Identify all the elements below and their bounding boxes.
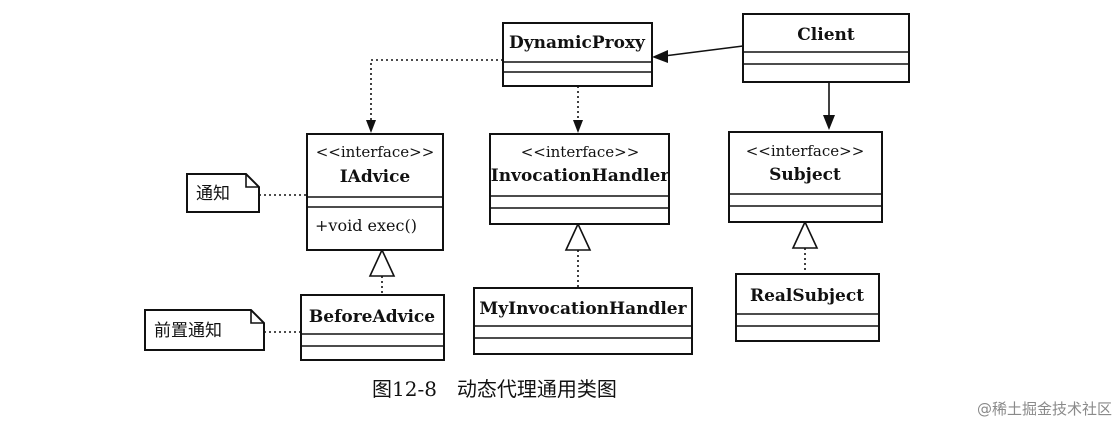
iadvice-stereotype: <<interface>> (316, 143, 435, 161)
proxy-to-handler-dependency (573, 86, 583, 133)
before-advice-note-text: 前置通知 (154, 321, 222, 341)
client-name: Client (797, 25, 855, 45)
client-to-subject-association (823, 82, 835, 130)
beforeadvice-realizes-iadvice (368, 248, 396, 295)
invocationhandler-stereotype: <<interface>> (521, 143, 640, 161)
realsubject-realizes-subject (791, 220, 819, 274)
interface-subject: <<interface>> Subject (728, 131, 883, 223)
myinvocationhandler-name: MyInvocationHandler (479, 299, 687, 319)
myhandler-realizes-handler (564, 222, 592, 288)
advice-note-text: 通知 (196, 184, 230, 204)
class-myinvocationhandler: MyInvocationHandler (473, 287, 693, 355)
proxy-to-iadvice-dependency (366, 59, 503, 133)
iadvice-name: IAdvice (340, 167, 411, 187)
interface-iadvice: <<interface>> IAdvice +void exec() (306, 133, 444, 251)
note-advice: 通知 (186, 173, 260, 213)
watermark: @稀土掘金技术社区 (977, 400, 1112, 418)
realsubject-name: RealSubject (750, 286, 864, 306)
iadvice-exec-operation: +void exec() (315, 216, 417, 235)
interface-invocationhandler: <<interface>> InvocationHandler (489, 133, 671, 225)
class-realsubject: RealSubject (735, 273, 880, 342)
class-dynamicproxy: DynamicProxy (502, 22, 653, 87)
subject-stereotype: <<interface>> (746, 142, 865, 160)
note-before-advice: 前置通知 (144, 309, 265, 351)
figure-caption: 图12-8 动态代理通用类图 (372, 377, 617, 401)
client-to-proxy-association (652, 45, 744, 63)
subject-name: Subject (769, 165, 841, 185)
class-client: Client (742, 13, 910, 83)
beforeadvice-name: BeforeAdvice (309, 307, 435, 327)
dynamicproxy-name: DynamicProxy (509, 33, 646, 53)
invocationhandler-name: InvocationHandler (491, 166, 671, 186)
class-beforeadvice: BeforeAdvice (300, 294, 445, 361)
